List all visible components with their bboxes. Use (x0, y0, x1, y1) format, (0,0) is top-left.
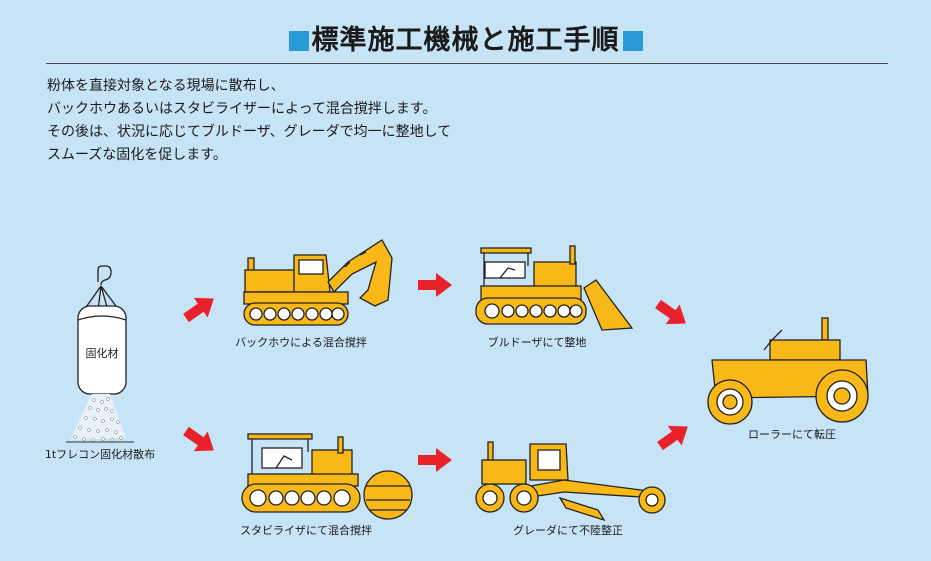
intro-line: スムーズな固化を促します。 (47, 147, 227, 163)
road-roller-icon (707, 317, 869, 425)
arrow-right-up-icon (179, 288, 221, 328)
title-divider (46, 63, 888, 64)
backhoe-icon (243, 239, 393, 326)
blue-square-right-icon (622, 31, 643, 51)
intro-line: 粉体を直接対象となる現場に散布し、 (47, 78, 285, 94)
intro-line: バックホウあるいはスタビライザーによって混合撹拌します。 (47, 101, 437, 117)
arrow-right-down-icon (179, 421, 221, 461)
grader-icon (475, 441, 666, 522)
stabilizer-icon (241, 433, 413, 520)
caption-bulldozer: ブルドーザにて整地 (487, 336, 587, 349)
blue-square-left-icon (288, 31, 309, 51)
caption-grader: グレーダにて不陸整正 (513, 524, 623, 537)
bulldozer-icon (475, 245, 634, 331)
arrow-right-down-icon (651, 294, 693, 334)
caption-roller: ローラーにて転圧 (748, 428, 836, 441)
intro-line: その後は、状況に応じてブルドーザ、グレーダで均一に整地して (47, 124, 452, 140)
page-title: 標準施工機械と施工手順 (0, 18, 931, 57)
caption-stabilizer: スタビライザにて混合撹拌 (240, 524, 372, 537)
caption-bag-spread: 1tフレコン固化材散布 (44, 448, 156, 461)
arrow-right-icon (418, 273, 452, 297)
arrow-right-up-icon (653, 416, 695, 456)
caption-backhoe: バックホウによる混合撹拌 (235, 336, 367, 349)
page-title-text: 標準施工機械と施工手順 (311, 25, 620, 56)
flexible-container-bag-icon (77, 265, 127, 395)
powder-spread-icon (66, 394, 134, 443)
intro-text: 粉体を直接対象となる現場に散布し、 バックホウあるいはスタビライザーによって混合… (47, 75, 451, 167)
arrow-right-icon (418, 448, 452, 472)
bag-label: 固化材 (85, 347, 119, 360)
